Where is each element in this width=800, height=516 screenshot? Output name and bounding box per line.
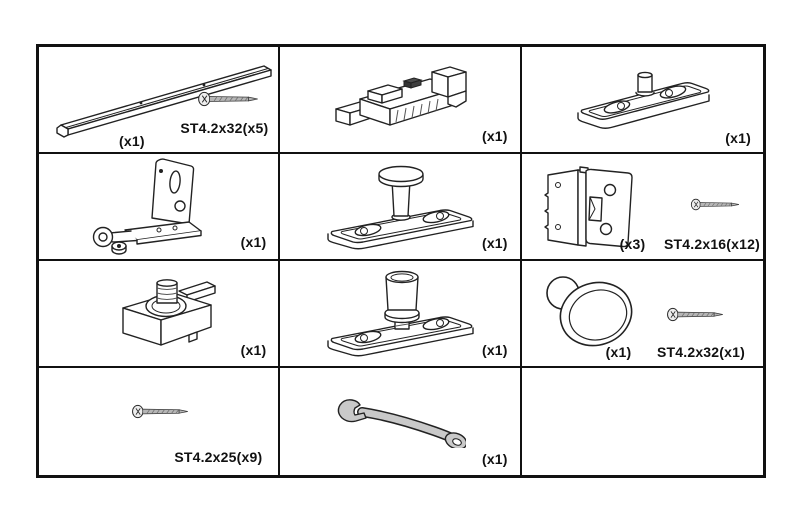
cell-floor-guide: (x1)	[521, 47, 763, 154]
track-rail-drawing	[56, 65, 272, 138]
cell-pivot-pin-plate: (x1)	[280, 154, 522, 261]
wrench-drawing	[338, 399, 467, 448]
pivot-socket-plate-drawing	[327, 270, 475, 357]
screw-icon	[690, 198, 740, 211]
screw-icon	[132, 404, 189, 419]
pivot-pin-plate-drawing	[327, 165, 475, 250]
cell-wrench: (x1)	[280, 368, 522, 475]
cell-knob: (x1) ST4.2x32(x1)	[521, 261, 763, 368]
knob-drawing	[545, 276, 633, 347]
cell-pivot-bracket: (x1)	[39, 154, 281, 261]
screw-icon	[198, 91, 259, 107]
screw-size-label: ST4.2x32(x5)	[180, 120, 269, 136]
screw-icon	[666, 307, 723, 322]
quantity-label: (x1)	[605, 344, 632, 360]
cell-screws: ST4.2x25(x9)	[39, 368, 281, 475]
cell-adjuster-block: (x1)	[39, 261, 281, 368]
quantity-label: (x1)	[481, 342, 508, 358]
hinge-drawing	[543, 166, 633, 248]
cell-track-rail: ST4.2x32(x5) (x1)	[39, 47, 281, 154]
quantity-label: (x1)	[240, 234, 267, 250]
quantity-label: (x1)	[481, 128, 508, 144]
floor-guide-drawing	[576, 71, 710, 129]
cell-empty	[521, 368, 763, 475]
quantity-label: (x1)	[481, 235, 508, 251]
quantity-label: (x1)	[119, 133, 145, 149]
parts-list-sheet: ST4.2x32(x5) (x1) (x1)	[36, 44, 766, 478]
quantity-label: (x1)	[481, 451, 508, 467]
pivot-bracket-drawing	[92, 158, 202, 255]
roller-carriage-drawing	[335, 66, 468, 126]
screw-size-label: ST4.2x32(x1)	[656, 344, 745, 360]
quantity-label: (x1)	[725, 130, 751, 146]
screw-size-label: ST4.2x25(x9)	[174, 449, 263, 465]
quantity-label: (x3)	[619, 236, 646, 252]
quantity-label: (x1)	[240, 342, 267, 358]
cell-hinge: (x3) ST4.2x16(x12)	[521, 154, 763, 261]
cell-pivot-socket-plate: (x1)	[280, 261, 522, 368]
adjuster-block-drawing	[122, 279, 216, 346]
screw-size-label: ST4.2x16(x12)	[663, 236, 760, 252]
cell-roller-carriage: (x1)	[280, 47, 522, 154]
